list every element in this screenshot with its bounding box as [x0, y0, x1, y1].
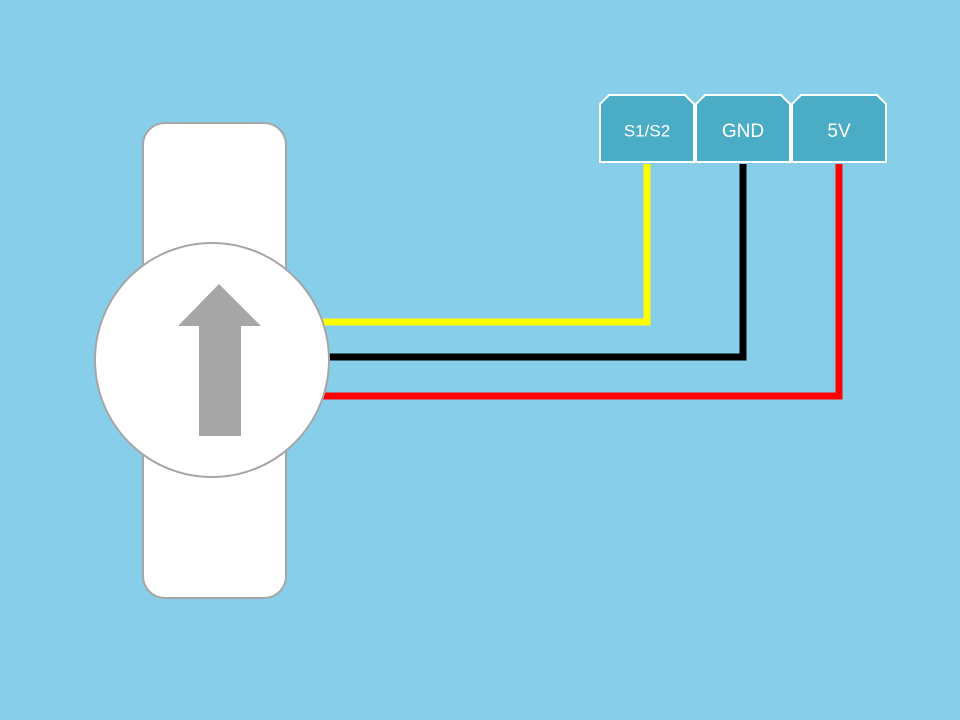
wires — [322, 164, 843, 400]
pin-connector — [599, 94, 695, 163]
pin-label-power: 5V — [827, 121, 851, 142]
ground-wire — [322, 164, 747, 361]
signal-wire — [322, 164, 651, 326]
arrow-up-icon — [178, 284, 261, 436]
pin-signal: S1/S2 — [599, 94, 695, 163]
pin-label-ground: GND — [722, 121, 764, 142]
servo-motor — [94, 122, 330, 599]
power-wire — [322, 164, 843, 400]
pin-label-signal: S1/S2 — [624, 121, 670, 140]
pin-header: S1/S2 GND 5V — [599, 94, 887, 163]
pin-connector — [791, 94, 887, 163]
pin-connector — [695, 94, 791, 163]
pin-power: 5V — [791, 94, 887, 163]
pin-ground: GND — [695, 94, 791, 163]
